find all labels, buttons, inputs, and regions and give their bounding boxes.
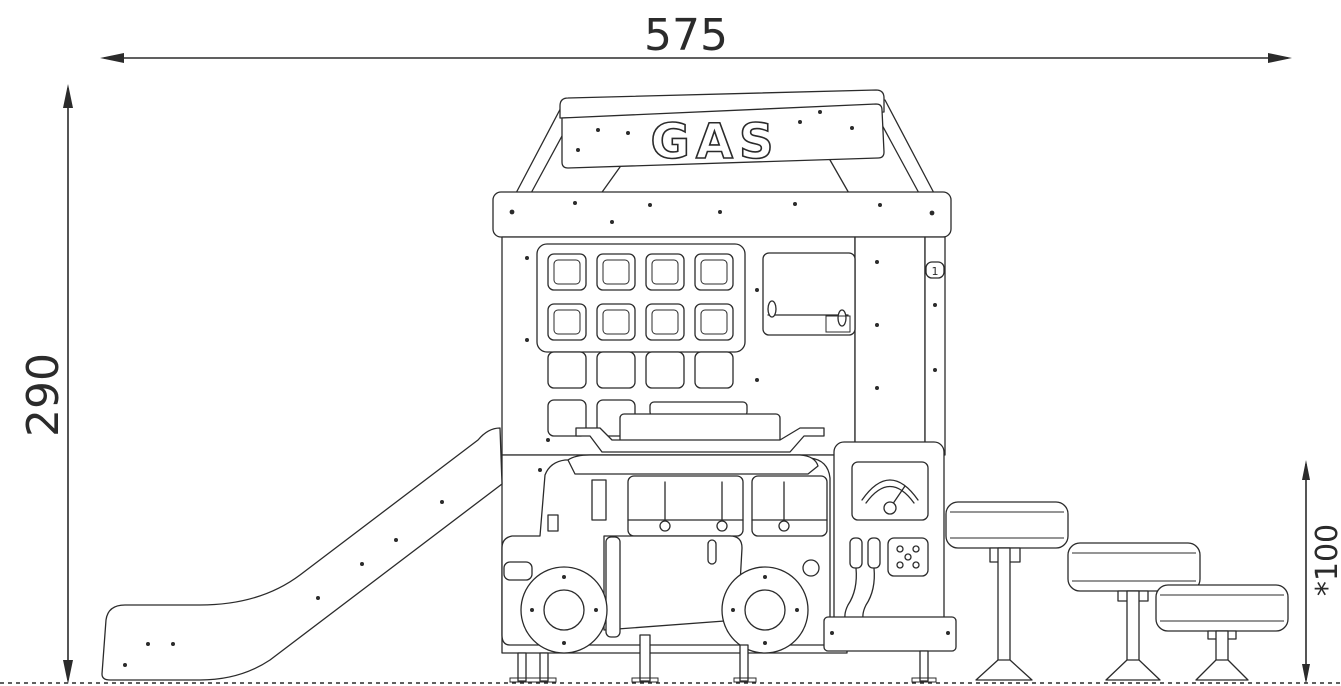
car-rear-wheel — [721, 566, 809, 654]
car-roof-rack — [575, 401, 825, 453]
pump-number-badge: 1 — [925, 261, 945, 279]
slide — [101, 427, 503, 681]
width-dimension: 575 — [100, 10, 1292, 63]
seat-height-dimension-label: *100 — [1310, 524, 1341, 596]
side-window — [762, 252, 856, 336]
width-dimension-label: 575 — [644, 10, 728, 61]
height-dimension-label: 290 — [18, 353, 69, 437]
window-grid-openings — [547, 351, 734, 437]
pump-base-step — [823, 616, 957, 652]
car-front-wheel — [520, 566, 608, 654]
pump-number-label: 1 — [932, 265, 939, 278]
height-dimension: 290 — [18, 84, 73, 684]
tire-stool-medium — [1067, 542, 1201, 681]
fuel-pump-panel — [833, 441, 945, 643]
seat-height-dimension: *100 — [1302, 460, 1341, 684]
canopy-beam — [492, 191, 952, 238]
tower-legs — [509, 634, 937, 683]
tire-stool-small — [1155, 584, 1289, 681]
gas-sign-board: GAS — [561, 103, 885, 171]
tire-stool-large — [945, 501, 1069, 681]
tic-tac-toe-panel — [536, 243, 746, 353]
gas-sign-text: GAS — [650, 114, 779, 170]
